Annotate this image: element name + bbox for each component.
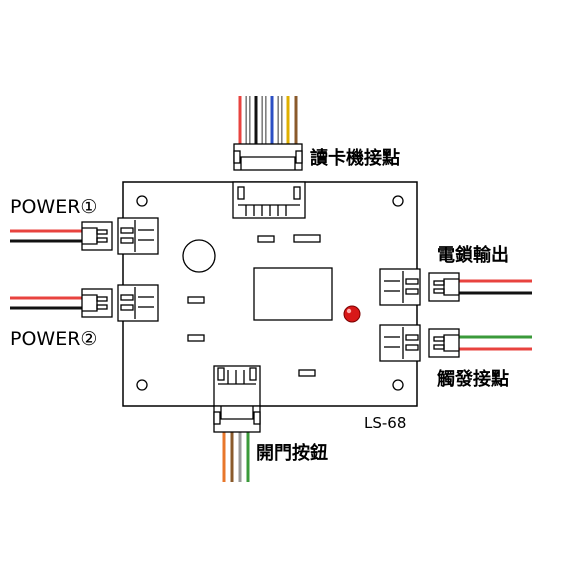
mounting-holes: [136, 195, 404, 391]
circuit-board: [122, 181, 418, 407]
smd-components: [187, 234, 321, 377]
lock-output-wires: [458, 279, 532, 295]
power1-plug: [81, 221, 113, 251]
trigger-plug: [428, 328, 460, 358]
relay: [253, 267, 333, 321]
lock-output-plug: [428, 272, 460, 302]
card-reader-wires: [238, 96, 298, 144]
power2-wires: [10, 296, 82, 310]
label-trigger: 觸發接點: [437, 368, 509, 390]
power1-wires: [10, 229, 82, 243]
buzzer: [182, 239, 216, 273]
led-indicator: [343, 305, 361, 323]
exit-button-plug: [213, 405, 261, 433]
label-model: LS-68: [364, 414, 406, 432]
lock-output-header: [379, 268, 421, 306]
label-power1: POWER①: [10, 196, 97, 218]
trigger-wires: [458, 335, 532, 351]
label-exit-button: 開門按鈕: [256, 442, 328, 464]
label-card-reader: 讀卡機接點: [310, 147, 400, 169]
trigger-header: [379, 324, 421, 362]
power1-header: [117, 217, 159, 255]
label-lock-output: 電鎖輸出: [437, 244, 509, 266]
power2-header: [117, 284, 159, 322]
card-reader-header: [232, 181, 306, 219]
exit-button-wires: [222, 430, 250, 482]
power2-plug: [81, 288, 113, 318]
label-power2: POWER②: [10, 328, 97, 350]
card-reader-plug: [233, 143, 303, 171]
exit-button-header: [213, 365, 261, 407]
